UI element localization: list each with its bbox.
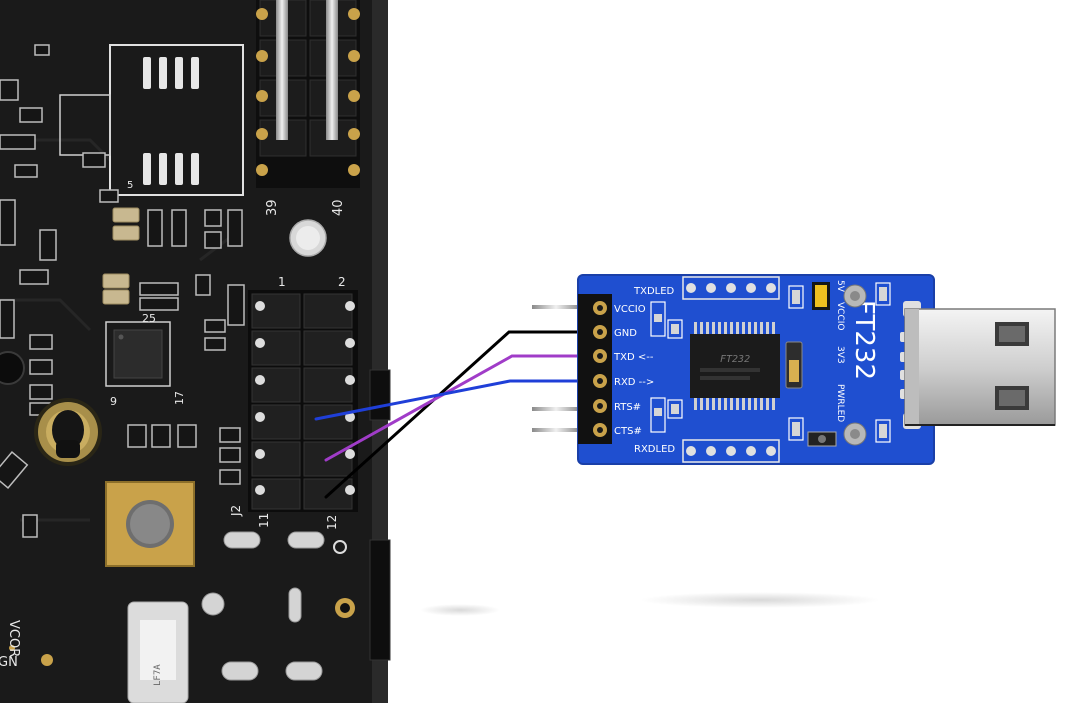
top-pad-row [682, 276, 780, 300]
wire-black [324, 330, 585, 499]
pin-label-rxd: RXD --> [614, 377, 654, 388]
j2-ref-label: J2 [229, 505, 243, 517]
gpio-header-40: 39 40 [256, 0, 360, 216]
chip-pin-17-label: 17 [173, 391, 186, 405]
mounting-screws [843, 284, 867, 446]
usb-a-plug [904, 308, 1056, 426]
pin-label-cts: CTS# [614, 426, 642, 437]
voltage-label-3v3: 3V3 [835, 346, 845, 364]
model-label: FT232 [849, 300, 879, 380]
ft232-adapter: VCCIO GND TXD <-- RXD --> RTS# CTS# TXDL… [532, 274, 1056, 465]
header-pin-39-label: 39 [265, 199, 280, 216]
header-pin-40-label: 40 [331, 199, 346, 216]
fuse-text: LF7A [153, 664, 163, 686]
pin-label-gnd: GND [614, 328, 637, 339]
gold-pad [105, 481, 195, 567]
chip-marking: FT232 [720, 354, 750, 365]
rxd-led-label: RXDLED [634, 444, 675, 455]
pin-label-vccio: VCCIO [614, 304, 646, 315]
edge-text-gn: GN [0, 655, 18, 670]
voltage-label-5v: 5V [835, 280, 845, 293]
main-board: 5 [0, 0, 391, 703]
voltage-selector-labels: 5V VCCIO 3V3 [835, 280, 845, 364]
jumper-wires [314, 330, 585, 499]
pin-label-5: 5 [127, 180, 133, 191]
txd-led-label: TXDLED [633, 286, 675, 297]
pin-label-rts: RTS# [614, 402, 641, 413]
fuse: LF7A [127, 601, 189, 703]
j2-pin-1-label: 1 [278, 275, 286, 289]
voltage-label-vccio: VCCIO [835, 302, 845, 330]
pin-label-txd: TXD <-- [613, 352, 654, 363]
qfn-chip: 25 17 9 [105, 312, 186, 408]
edge-text-vcor: VCOR [6, 620, 21, 657]
j2-pin-12-label: 12 [325, 515, 339, 530]
brass-standoff [34, 398, 102, 466]
bottom-pad-row [682, 439, 780, 463]
pwr-led-label: PWRLED [835, 384, 845, 422]
j2-pin-2-label: 2 [338, 275, 346, 289]
wire-purple [324, 354, 585, 462]
ft232-chip: FT232 [690, 322, 780, 410]
chip-pin-25-label: 25 [142, 312, 156, 325]
onboard-ic-outline: 5 [59, 44, 244, 196]
chip-pin-9-label: 9 [110, 395, 117, 408]
wire-blue [314, 379, 585, 421]
j2-pin-11-label: 11 [257, 513, 271, 528]
header-j2: 1 2 11 12 J2 [229, 275, 358, 530]
